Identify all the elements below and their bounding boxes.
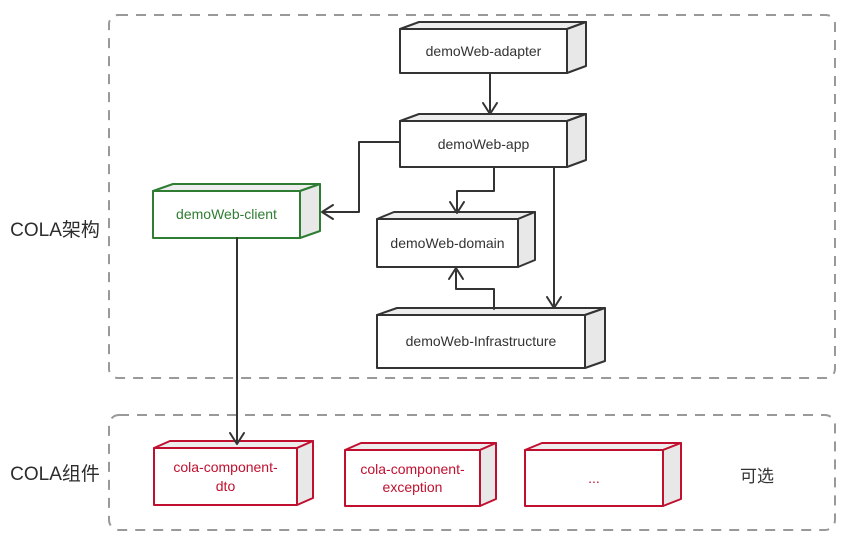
edge-client-to-dto xyxy=(229,237,245,445)
node-dto-top-face xyxy=(153,440,314,449)
group-components-label: COLA组件 xyxy=(10,463,100,485)
arrowhead-up-icon xyxy=(448,267,464,280)
node-infrastructure xyxy=(376,307,606,369)
arrowhead-down-icon xyxy=(546,296,562,309)
node-client-side-face xyxy=(299,183,321,239)
node-client-top-face xyxy=(152,183,321,192)
node-dto xyxy=(153,440,314,506)
edge-adapter-to-app xyxy=(482,72,498,115)
node-more-front-face xyxy=(524,449,664,507)
edge-infrastructure-to-domain xyxy=(448,267,495,310)
node-more-side-face xyxy=(662,442,682,507)
arrowhead-down-icon xyxy=(229,432,245,445)
edge-app-to-client xyxy=(321,141,401,220)
node-exception-top-face xyxy=(344,442,497,451)
arrowhead-down-icon xyxy=(482,102,498,115)
node-exception-side-face xyxy=(479,442,497,507)
node-infrastructure-side-face xyxy=(584,307,606,369)
node-more xyxy=(524,442,682,507)
arrowhead-down-icon xyxy=(449,201,465,214)
node-dto-front-face xyxy=(153,447,298,506)
edge-app-to-domain xyxy=(449,166,495,214)
node-infrastructure-front-face xyxy=(376,314,586,369)
node-more-top-face xyxy=(524,442,682,451)
node-app-top-face xyxy=(399,113,587,122)
node-app xyxy=(399,113,587,168)
node-adapter-side-face xyxy=(566,21,587,74)
node-exception-front-face xyxy=(344,449,481,507)
node-adapter-front-face xyxy=(399,28,568,74)
arrowhead-left-icon xyxy=(321,204,334,220)
group-architecture-label: COLA架构 xyxy=(10,219,100,241)
optional-note-label: 可选 xyxy=(740,466,774,486)
edge-app-to-infrastructure xyxy=(546,166,562,309)
node-client xyxy=(152,183,321,239)
node-infrastructure-top-face xyxy=(376,307,606,316)
node-app-front-face xyxy=(399,120,568,168)
node-adapter xyxy=(399,21,587,74)
node-exception xyxy=(344,442,497,507)
node-app-side-face xyxy=(566,113,587,168)
node-domain-side-face xyxy=(517,211,536,268)
node-adapter-top-face xyxy=(399,21,587,30)
node-client-front-face xyxy=(152,190,301,239)
node-dto-side-face xyxy=(296,440,314,506)
node-domain xyxy=(376,211,536,268)
node-domain-front-face xyxy=(376,218,519,268)
